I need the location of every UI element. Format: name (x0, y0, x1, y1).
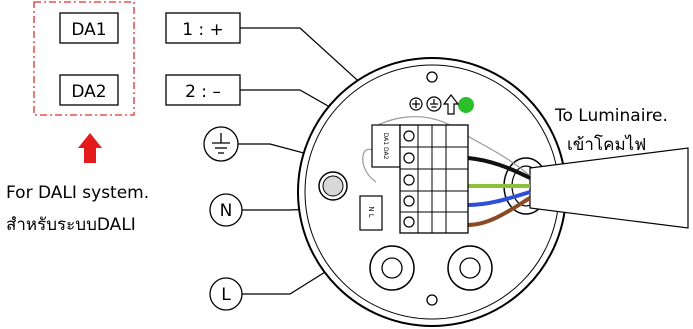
minus-callout-label: 2 : – (185, 82, 221, 102)
earth-symbol-icon (203, 126, 239, 162)
da2-label: DA2 (71, 82, 106, 102)
upload-arrow-icon (442, 94, 460, 115)
mounting-hole-left (369, 245, 415, 291)
terminal-block: DA1 DA2 N L (359, 124, 469, 234)
live-callout-label: L (221, 285, 231, 305)
luminaire-caption-th: เข้าโคมไฟ (567, 134, 646, 155)
terminal-tag-dali: DA1 DA2 (382, 133, 389, 160)
luminaire-caption-en: To Luminaire. (554, 106, 668, 126)
da2-box (59, 74, 119, 106)
protective-earth-icon (426, 96, 442, 112)
da1-box (59, 12, 119, 44)
dali-caption-th: สำหรับระบบDALI (6, 215, 136, 235)
dali-caption-en: For DALI system. (6, 183, 149, 203)
luminaire-cable (529, 147, 689, 229)
terminal-tag-mains: N L (367, 206, 375, 217)
red-up-arrow-icon (78, 133, 102, 163)
indicator-led (458, 97, 474, 113)
left-cable-gland (318, 171, 348, 201)
da1-label: DA1 (71, 20, 106, 40)
screw-icon (409, 97, 423, 111)
neutral-callout-label: N (220, 201, 233, 221)
plus-callout-label: 1 : + (182, 20, 224, 40)
mounting-hole-right (447, 245, 493, 291)
dali-frame (33, 1, 135, 116)
